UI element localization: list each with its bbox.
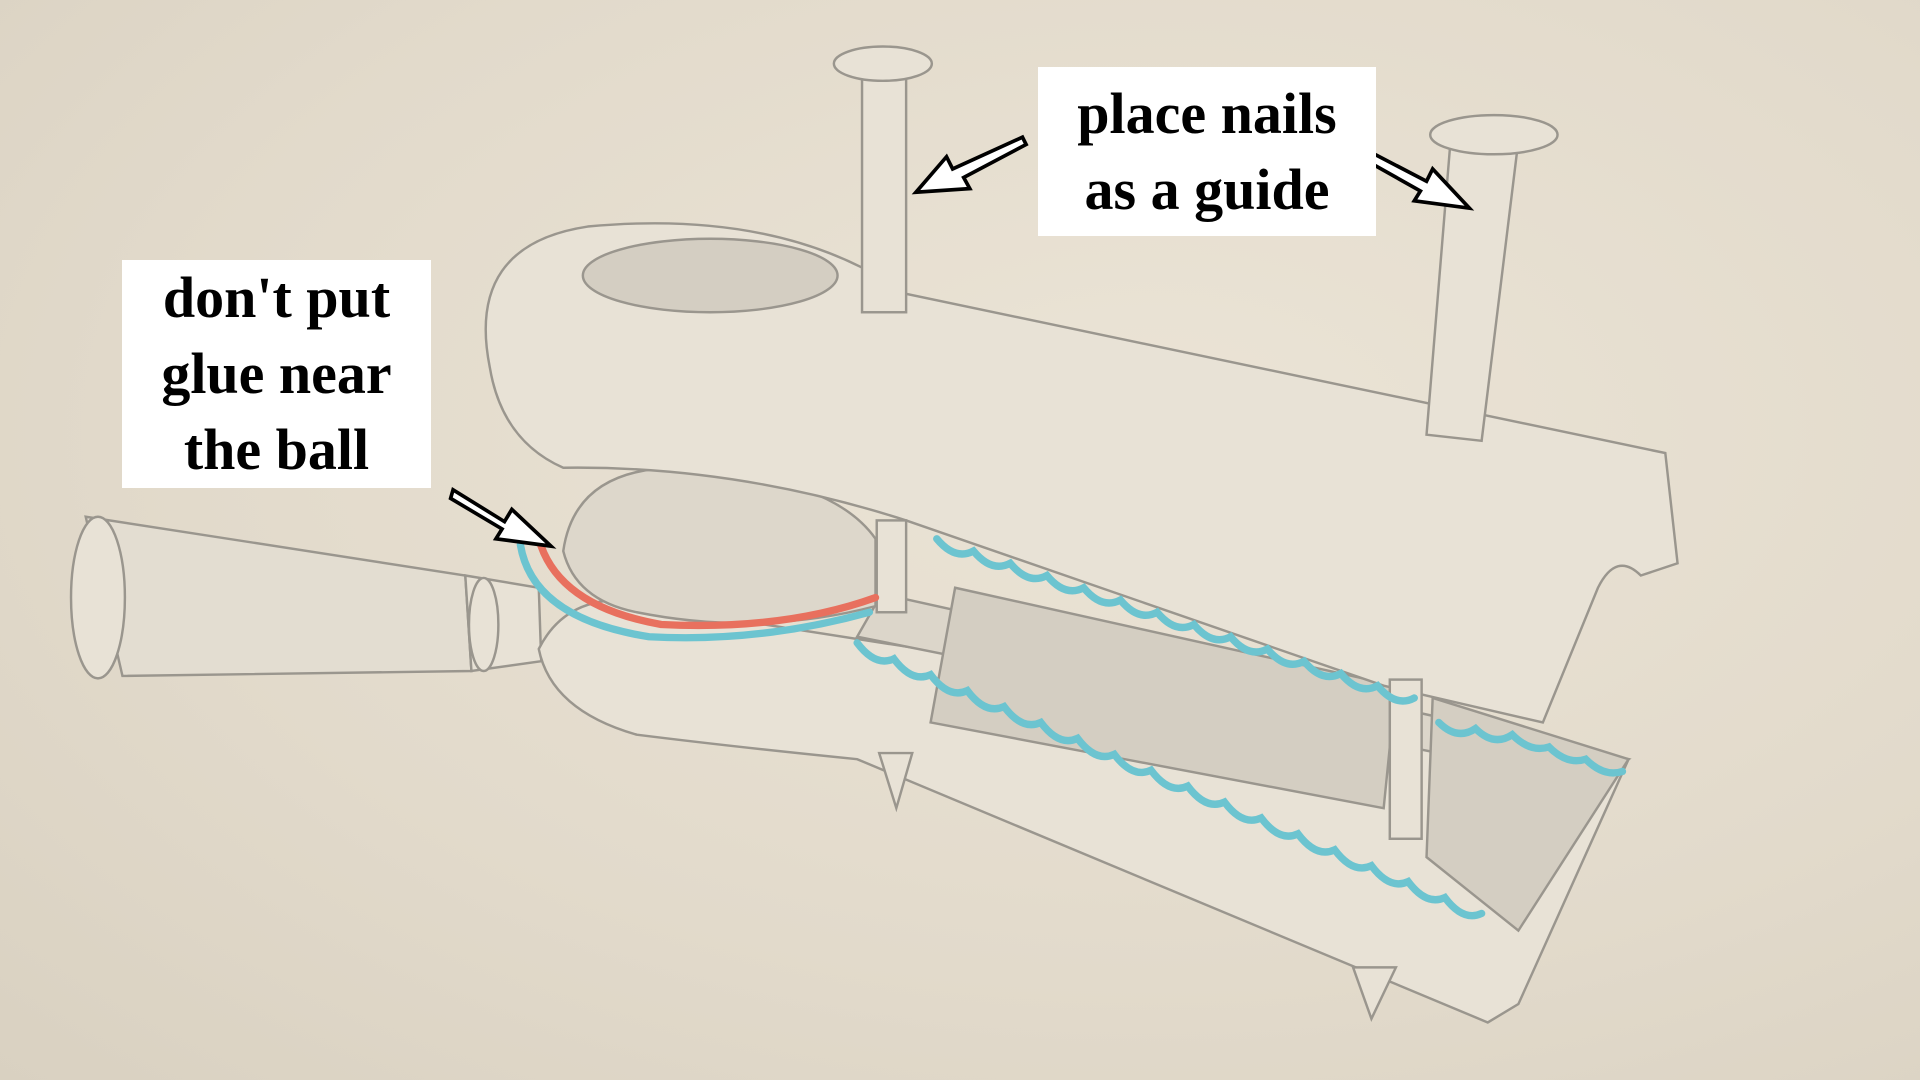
glue-line-blue-top [933,535,1418,705]
nail-shaft-inner [875,519,908,614]
glue-warning-label: don't put glue near the ball [122,260,431,488]
ball [562,466,877,625]
glue-line-red [535,535,880,630]
glue-line-blue-ring [516,541,874,642]
nail-right [1351,113,1559,1022]
glue-line-blue-right [1435,718,1627,777]
arrow-to-ball [448,486,557,549]
rod [69,515,543,680]
glue-line-blue-bottom [853,639,1486,920]
glue-warning-line-3: the ball [183,417,370,482]
nails-guide-label: place nails as a guide [1038,67,1376,236]
nails-guide-line-1: place nails [1077,80,1337,146]
glue-warning-line-2: glue near [161,341,392,406]
nail-left [832,45,934,813]
arrow-to-left-nail [911,134,1029,195]
upper-body [484,222,1679,724]
glue-warning-line-1: don't put [162,265,391,330]
nail-shaft-inner-right [1388,678,1423,841]
nails-guide-line-2: as a guide [1084,156,1330,222]
